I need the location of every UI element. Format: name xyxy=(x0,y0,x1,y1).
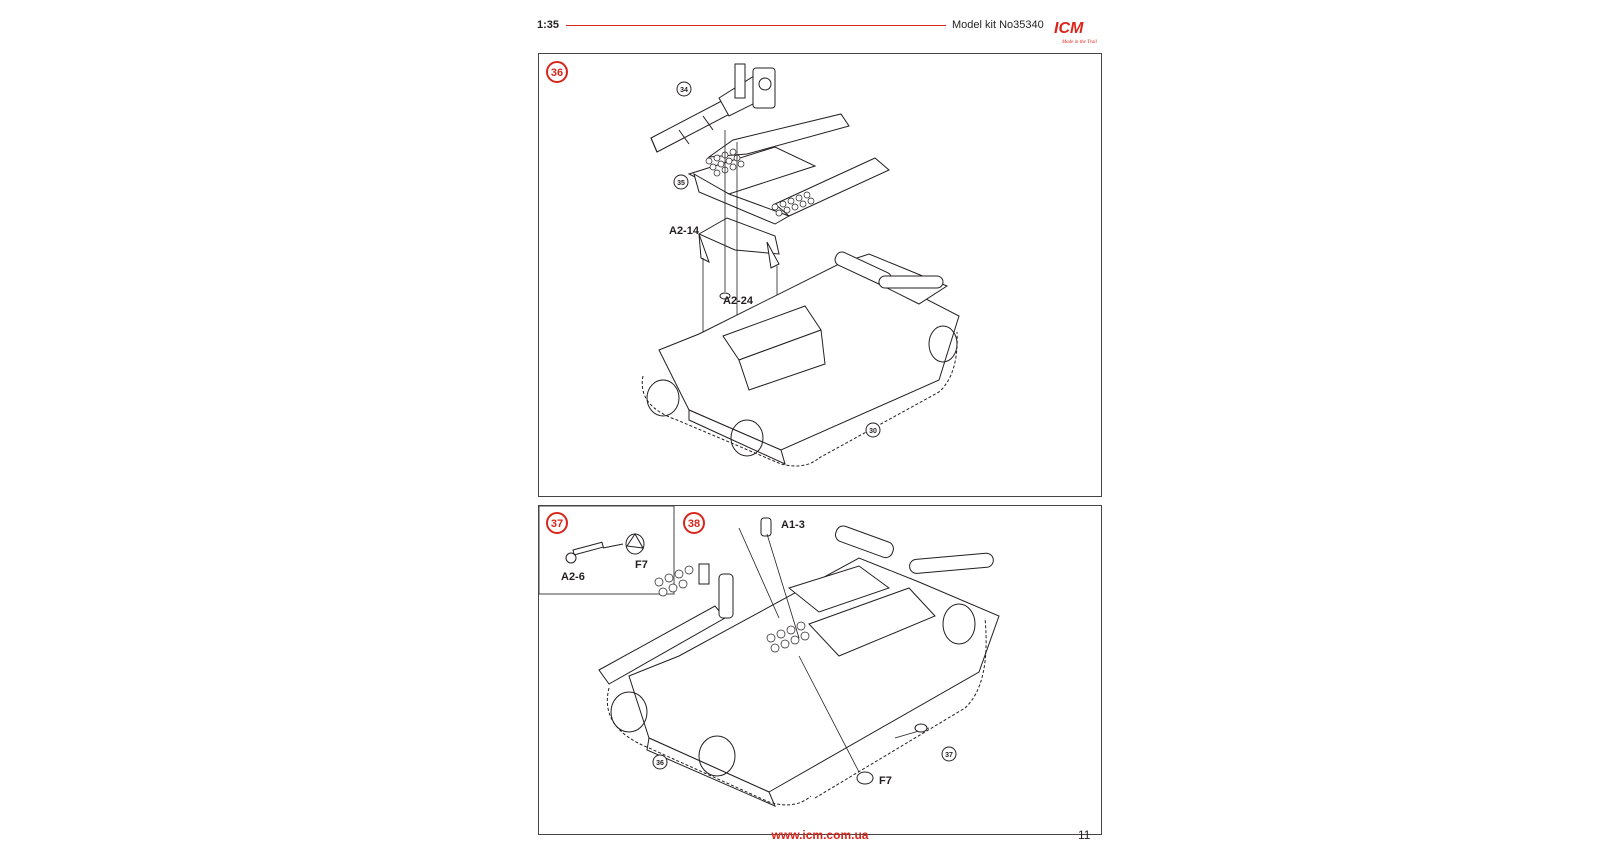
ref-34-circle xyxy=(676,81,692,97)
page-number: 11 xyxy=(1078,828,1091,842)
label-f7-37: F7 xyxy=(635,559,648,571)
header-rule xyxy=(566,25,946,26)
ref-35-circle xyxy=(673,174,689,190)
washer-a2-24 xyxy=(719,292,731,300)
ref-30-label: 30 xyxy=(869,428,877,435)
gun-assembly xyxy=(650,63,776,153)
step-38-number: 38 xyxy=(688,518,700,530)
label-a2-14: A2-14 xyxy=(669,225,700,237)
shell-grid-b xyxy=(771,191,815,217)
step-37-badge-ring xyxy=(546,512,568,534)
ammo-38 xyxy=(654,565,810,653)
step-37-38-panel: 37 A2-6 F7 38 A1-3 xyxy=(538,505,1102,835)
step-36-panel: 36 34 35 xyxy=(538,53,1102,497)
ref-36-circle xyxy=(652,754,668,770)
ref-35-label: 35 xyxy=(677,180,685,187)
ref-30-circle xyxy=(865,422,881,438)
bracket-a2-14 xyxy=(697,217,780,269)
website-link[interactable]: www.icm.com.ua xyxy=(771,828,869,842)
step-37-38-drawing: 37 A2-6 F7 38 A1-3 xyxy=(539,506,1000,807)
gun-38 xyxy=(598,563,734,685)
step-37-parts xyxy=(565,533,645,564)
f7-38-part xyxy=(856,723,928,785)
ref-36-label: 36 xyxy=(656,760,664,767)
exhaust-38 xyxy=(834,525,994,574)
logo-text: ICM xyxy=(1054,20,1084,37)
step-37-box xyxy=(539,506,675,595)
kit-number: Model kit No35340 xyxy=(952,19,1044,31)
ref-37-label: 37 xyxy=(945,752,953,759)
step-36-drawing: 36 34 35 xyxy=(546,61,960,467)
label-a2-24: A2-24 xyxy=(723,295,754,307)
a1-3-part xyxy=(760,517,772,537)
step-36-badge-ring xyxy=(546,61,568,83)
logo-tagline: Made in the Trail xyxy=(1061,40,1097,45)
hull-38-body xyxy=(628,557,1000,807)
step-38-badge-ring xyxy=(683,512,705,534)
tracks-38 xyxy=(606,603,987,806)
step-37-number: 37 xyxy=(551,518,563,530)
label-a2-6: A2-6 xyxy=(561,571,585,583)
tracks xyxy=(641,325,958,467)
ref-37-circle xyxy=(941,746,957,762)
scale-label: 1:35 xyxy=(537,19,560,31)
label-a1-3: A1-3 xyxy=(781,519,805,531)
label-f7-38: F7 xyxy=(879,775,892,787)
exhaust-pipes xyxy=(834,251,944,289)
ref-34-label: 34 xyxy=(680,87,688,94)
icm-logo: ICM Made in the Trail xyxy=(1054,20,1097,45)
step-36-number: 36 xyxy=(551,67,563,79)
